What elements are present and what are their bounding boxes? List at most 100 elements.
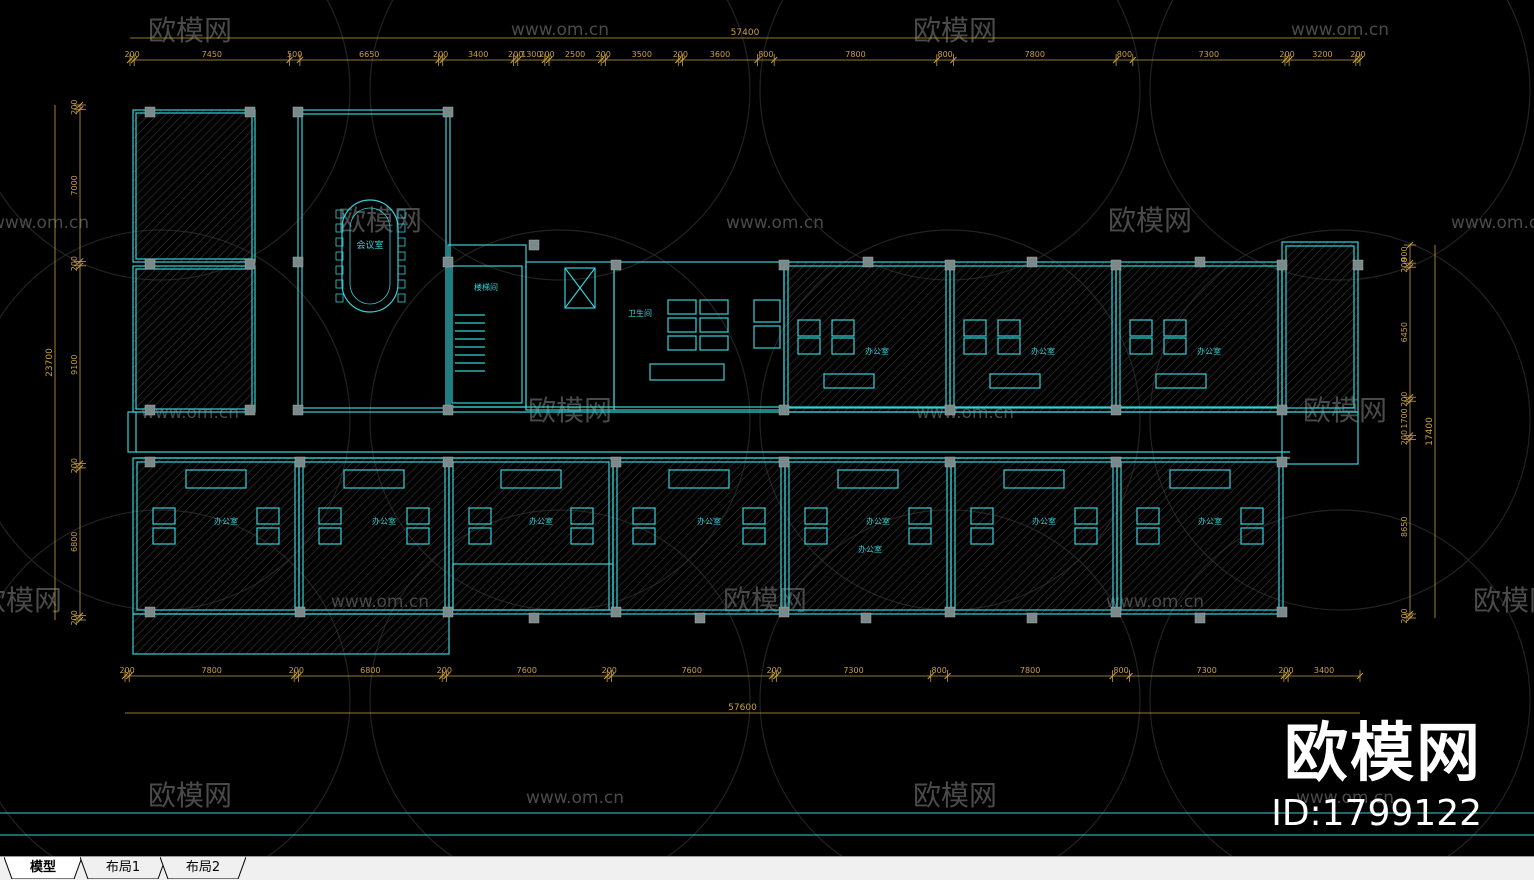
dimension-text: 200: [673, 50, 688, 59]
structural-column: [1110, 404, 1122, 416]
dimension-text: 6450: [1400, 322, 1409, 342]
dimension-text: 200: [1279, 50, 1294, 59]
lift-room: [525, 261, 615, 411]
chair: [335, 279, 344, 289]
chair: [397, 223, 406, 233]
dimension-slash: [944, 672, 951, 680]
chair: [335, 293, 344, 303]
chair: [397, 265, 406, 275]
stair-room-inner: [451, 265, 523, 404]
room-label: 办公室: [1197, 346, 1221, 356]
room-label: 办公室: [697, 516, 721, 526]
tab-model[interactable]: 模型: [4, 857, 82, 879]
desk: [1240, 507, 1264, 525]
dimension-slash: [1352, 56, 1360, 64]
room-label: 办公室: [1198, 516, 1222, 526]
chair: [335, 237, 344, 247]
desk: [406, 527, 430, 545]
lower-office-4-inner: [616, 461, 782, 611]
desk-group: [343, 469, 405, 489]
room-label: 办公室: [372, 516, 396, 526]
tab-layout2[interactable]: 布局2: [160, 857, 246, 879]
chair: [397, 251, 406, 261]
dimension-slash: [76, 460, 84, 467]
dimension-text: 3400: [468, 50, 488, 59]
dimension-text: 200: [124, 50, 139, 59]
dimension-slash: [438, 672, 446, 680]
desk: [742, 527, 766, 545]
desk: [318, 507, 342, 525]
desk: [318, 527, 342, 545]
watermark-site: www.om.cn: [1451, 213, 1534, 233]
upper-office-1: [783, 261, 951, 413]
dimension-slash: [950, 56, 957, 64]
structural-column: [1194, 256, 1206, 268]
desk-group: [185, 469, 247, 489]
dimension-slash: [545, 56, 553, 64]
left-office-bottom-inner: [135, 268, 253, 410]
structural-column: [528, 239, 540, 251]
desk: [1136, 527, 1160, 545]
dimension-text: 200: [1278, 666, 1293, 675]
room-label-large: 办公室: [858, 544, 882, 554]
desk-group: [668, 469, 730, 489]
desk-group: [1169, 469, 1231, 489]
structural-column: [1276, 259, 1288, 271]
dimension-text: 3500: [632, 50, 652, 59]
dimension-text: 200: [596, 50, 611, 59]
dimension-slash: [1406, 397, 1414, 405]
meeting-table-inner: [349, 207, 391, 305]
lower-office-5-inner: [788, 461, 948, 611]
structural-column: [244, 258, 256, 270]
dimension-slash: [768, 672, 776, 680]
dimension-slash: [679, 56, 686, 64]
room-label: 办公室: [1032, 516, 1056, 526]
watermark-brand: 欧模网: [913, 14, 997, 47]
lower-left-terrace: [132, 613, 450, 655]
upper-office-2: [949, 261, 1117, 413]
dimension-text: 7800: [1025, 50, 1045, 59]
watermark-brand: 欧模网: [1473, 584, 1534, 617]
lower-office-4: [612, 457, 786, 615]
structural-column: [862, 256, 874, 268]
dimension-text: 7600: [517, 666, 537, 675]
lower-office-7-inner: [1120, 461, 1280, 611]
cad-model-space[interactable]: 欧模网欧模网欧模网欧模网欧模网欧模网欧模网欧模网欧模网欧模网欧模网www.om.…: [0, 0, 1534, 856]
dimension-slash: [1406, 614, 1414, 622]
dimension-slash: [125, 672, 133, 680]
tab-layout1[interactable]: 布局1: [80, 857, 166, 879]
chair: [335, 209, 344, 219]
watermark-brand: 欧模网: [148, 779, 232, 812]
watermark-circle: [1149, 229, 1531, 611]
structural-column: [944, 606, 956, 618]
desk: [970, 527, 994, 545]
dimension-slash: [514, 56, 522, 64]
desk: [1129, 319, 1153, 337]
desk: [1074, 507, 1098, 525]
structural-column: [860, 612, 872, 624]
structural-column: [528, 612, 540, 624]
dimension-text: 200: [767, 666, 782, 675]
dimension-slash: [1406, 263, 1414, 271]
structural-column: [610, 456, 622, 468]
desk: [570, 527, 594, 545]
dimension-slash: [76, 258, 84, 265]
desk-group: [837, 469, 899, 489]
dimension-text: 9100: [70, 354, 79, 374]
desk: [797, 319, 821, 337]
structural-column: [292, 256, 304, 268]
dimension-text: 200: [1400, 392, 1409, 407]
desk: [1240, 527, 1264, 545]
floor-plan-drawing[interactable]: 欧模网欧模网欧模网欧模网欧模网欧模网欧模网欧模网欧模网欧模网欧模网www.om.…: [0, 0, 1534, 856]
room-label: 办公室: [529, 516, 553, 526]
dimension-text: 200: [1350, 50, 1365, 59]
structural-column: [1026, 256, 1038, 268]
dimension-slash: [674, 56, 682, 64]
desk: [1129, 337, 1153, 355]
structural-column: [442, 256, 454, 268]
wc-stall: [667, 299, 697, 315]
structural-column: [694, 612, 706, 624]
watermark-site: www.om.cn: [526, 788, 624, 808]
dimension-slash: [1284, 672, 1292, 680]
